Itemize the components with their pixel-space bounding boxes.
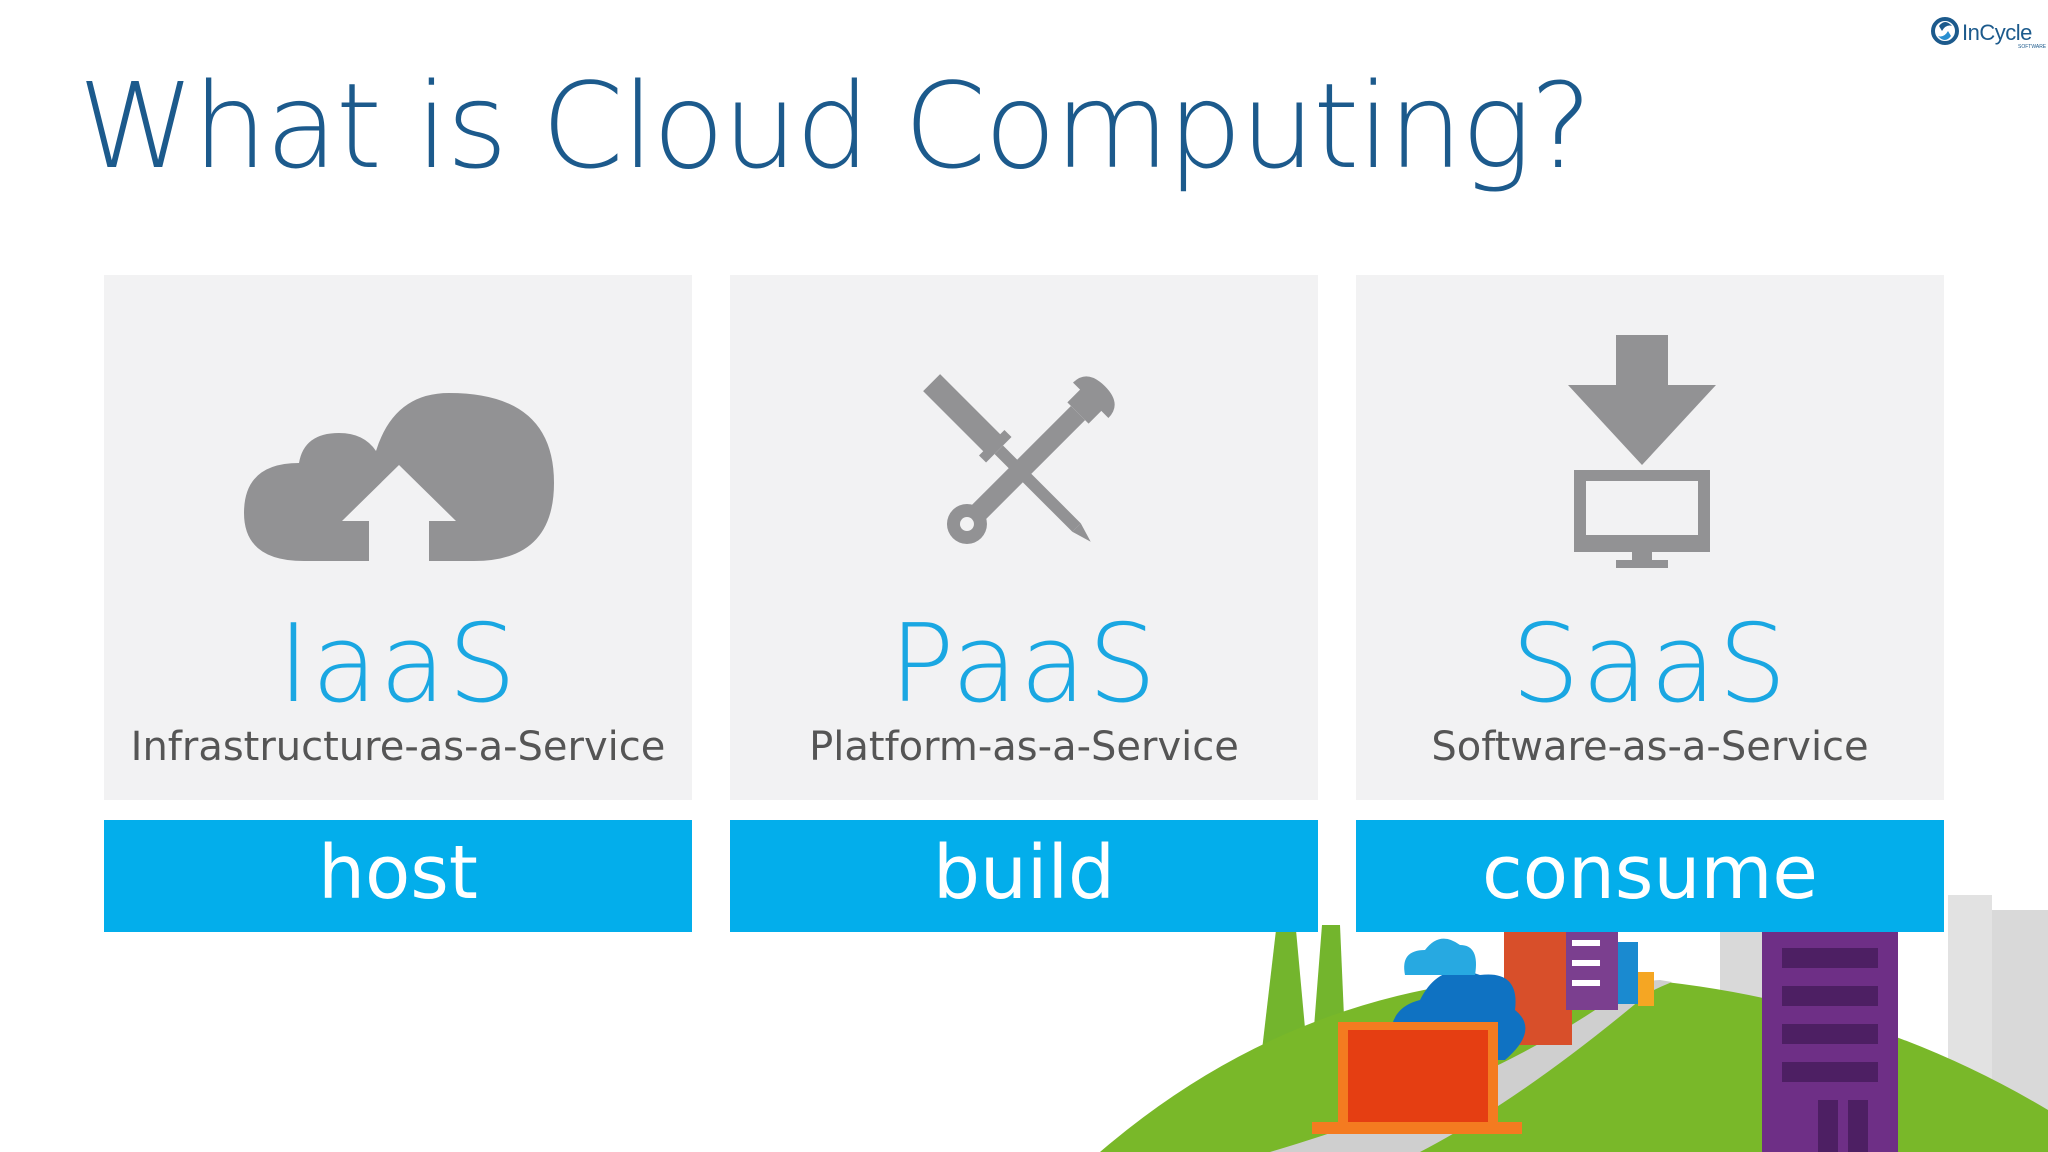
logo-swirl-icon [1931,17,1959,45]
saas-tile: SaaS Software-as-a-Service [1356,275,1944,800]
host-bar: host [104,820,692,932]
consume-bar: consume [1356,820,1944,932]
iaas-full-name: Infrastructure-as-a-Service [130,724,666,770]
build-bar: build [730,820,1318,932]
saas-abbreviation: SaaS [1511,602,1789,727]
saas-full-name: Software-as-a-Service [1431,724,1869,770]
company-logo: InCycle SOFTWARE [1930,14,2048,54]
tools-icon [923,374,1115,545]
cloud-upload-icon [244,393,554,561]
paas-tile: PaaS Platform-as-a-Service [730,275,1318,800]
slide-title: What is Cloud Computing? [78,57,1592,195]
iaas-tile: IaaS Infrastructure-as-a-Service [104,275,692,800]
paas-full-name: Platform-as-a-Service [809,724,1239,770]
logo-text: InCycle [1962,20,2032,45]
logo-subtext: SOFTWARE [2018,44,2047,50]
paas-abbreviation: PaaS [889,602,1159,727]
download-monitor-icon [1568,335,1716,568]
iaas-abbreviation: IaaS [277,602,519,727]
